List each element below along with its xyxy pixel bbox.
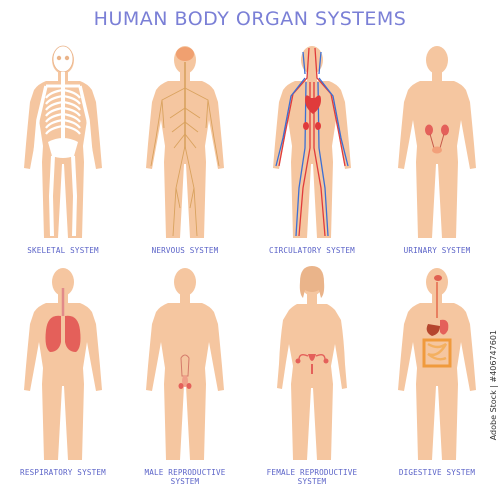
kidney-figure-icon (398, 46, 476, 238)
system-label-nervous: NERVOUS SYSTEM (151, 246, 219, 255)
system-panel-respiratory: RESPIRATORY SYSTEM (4, 260, 122, 485)
blood-vessel-figure-icon (273, 46, 351, 238)
system-panel-skeletal: SKELETAL SYSTEM (4, 38, 122, 263)
system-label-skeletal: SKELETAL SYSTEM (27, 246, 99, 255)
digestive-figure-icon (398, 268, 476, 460)
skeleton-figure-icon (24, 45, 102, 238)
system-label-line: FEMALE REPRODUCTIVE (266, 468, 358, 477)
system-label-line: SYSTEM (297, 477, 327, 486)
male-reproductive-figure-icon (146, 268, 224, 460)
system-panel-digestive: DIGESTIVE SYSTEM (378, 260, 496, 485)
system-label-circulatory: CIRCULATORY SYSTEM (269, 246, 355, 255)
nerve-figure-icon (146, 46, 224, 238)
female-reproductive-figure-icon (277, 266, 347, 460)
lungs-figure-icon (24, 268, 102, 460)
page-title: HUMAN BODY ORGAN SYSTEMS (93, 8, 407, 30)
system-label-respiratory: RESPIRATORY SYSTEM (20, 468, 106, 477)
system-label-line: SYSTEM (170, 477, 200, 486)
stock-watermark: Adobe Stock | #406747601 (489, 330, 498, 441)
system-label-urinary: URINARY SYSTEM (403, 246, 471, 255)
system-label-digestive: DIGESTIVE SYSTEM (398, 468, 476, 477)
system-panel-urinary: URINARY SYSTEM (378, 38, 496, 263)
system-panel-circulatory: CIRCULATORY SYSTEM (253, 38, 371, 263)
system-panel-nervous: NERVOUS SYSTEM (126, 38, 244, 263)
system-label-line: MALE REPRODUCTIVE (144, 468, 226, 477)
